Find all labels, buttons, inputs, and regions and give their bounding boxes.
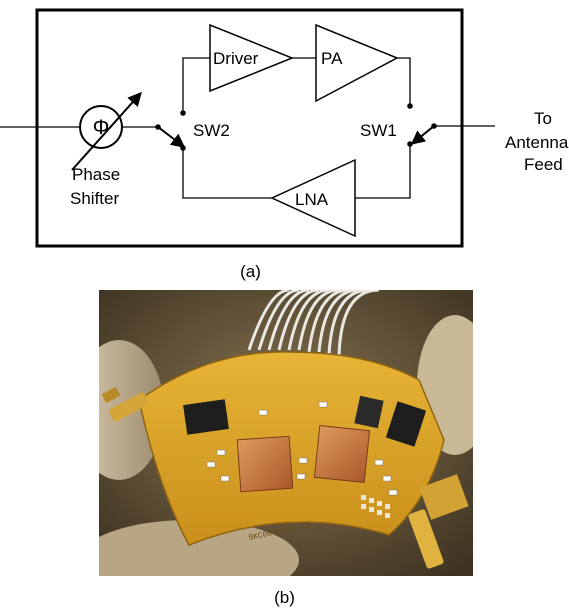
ribbon-wires [247, 290, 380, 357]
module-boundary [35, 8, 464, 248]
ic-chip-right-2 [354, 395, 384, 429]
module-photo: SKC00310B4-R3 [99, 290, 473, 576]
sw1-switch [407, 103, 437, 147]
sw2-switch [155, 110, 186, 151]
lna-label: LNA [295, 190, 329, 209]
solder-pads [361, 495, 390, 518]
sma-connector-left [101, 386, 149, 422]
figure-b-caption: (b) [274, 588, 295, 607]
shield-left [236, 435, 294, 493]
sw1-lower-terminal [407, 141, 413, 147]
pa-amplifier: PA [315, 23, 399, 103]
tx-path-left [182, 57, 210, 113]
ic-chip-right [385, 401, 427, 447]
sw2-lower-terminal [180, 145, 186, 151]
figure-a-caption: (a) [240, 262, 261, 281]
tx-path-right [397, 57, 411, 104]
phase-shifter-label-line1: Phase [72, 165, 120, 184]
antenna-label-line1: To [534, 109, 552, 128]
sw2-arm [157, 126, 186, 148]
tr-module-block-diagram: Φ Driver PA LNA SW2 SW1 Phase Shifter To… [0, 8, 569, 248]
sw1-label: SW1 [360, 121, 397, 140]
ic-chip-left [183, 399, 229, 435]
smd-components [206, 401, 398, 496]
antenna-label-line2: Antenna [505, 133, 569, 152]
phase-shifter-symbol: Φ [93, 116, 110, 139]
driver-amplifier: Driver [209, 23, 295, 93]
phase-shifter-arrow [71, 91, 142, 171]
lna-amplifier: LNA [270, 158, 356, 238]
antenna-label-line3: Feed [524, 155, 563, 174]
sw1-upper-terminal [407, 103, 413, 109]
rx-path-right [355, 146, 411, 199]
shield-right [313, 424, 371, 484]
pa-label: PA [321, 49, 343, 68]
sw1-arm [410, 125, 435, 145]
bottom-thumb [99, 520, 299, 576]
phase-shifter: Φ [71, 91, 142, 171]
sma-connector-right [408, 474, 469, 569]
phase-shifter-label-line2: Shifter [70, 189, 119, 208]
flex-board [138, 351, 445, 546]
rx-path-left [182, 150, 272, 199]
driver-label: Driver [213, 49, 259, 68]
sw2-label: SW2 [193, 121, 230, 140]
